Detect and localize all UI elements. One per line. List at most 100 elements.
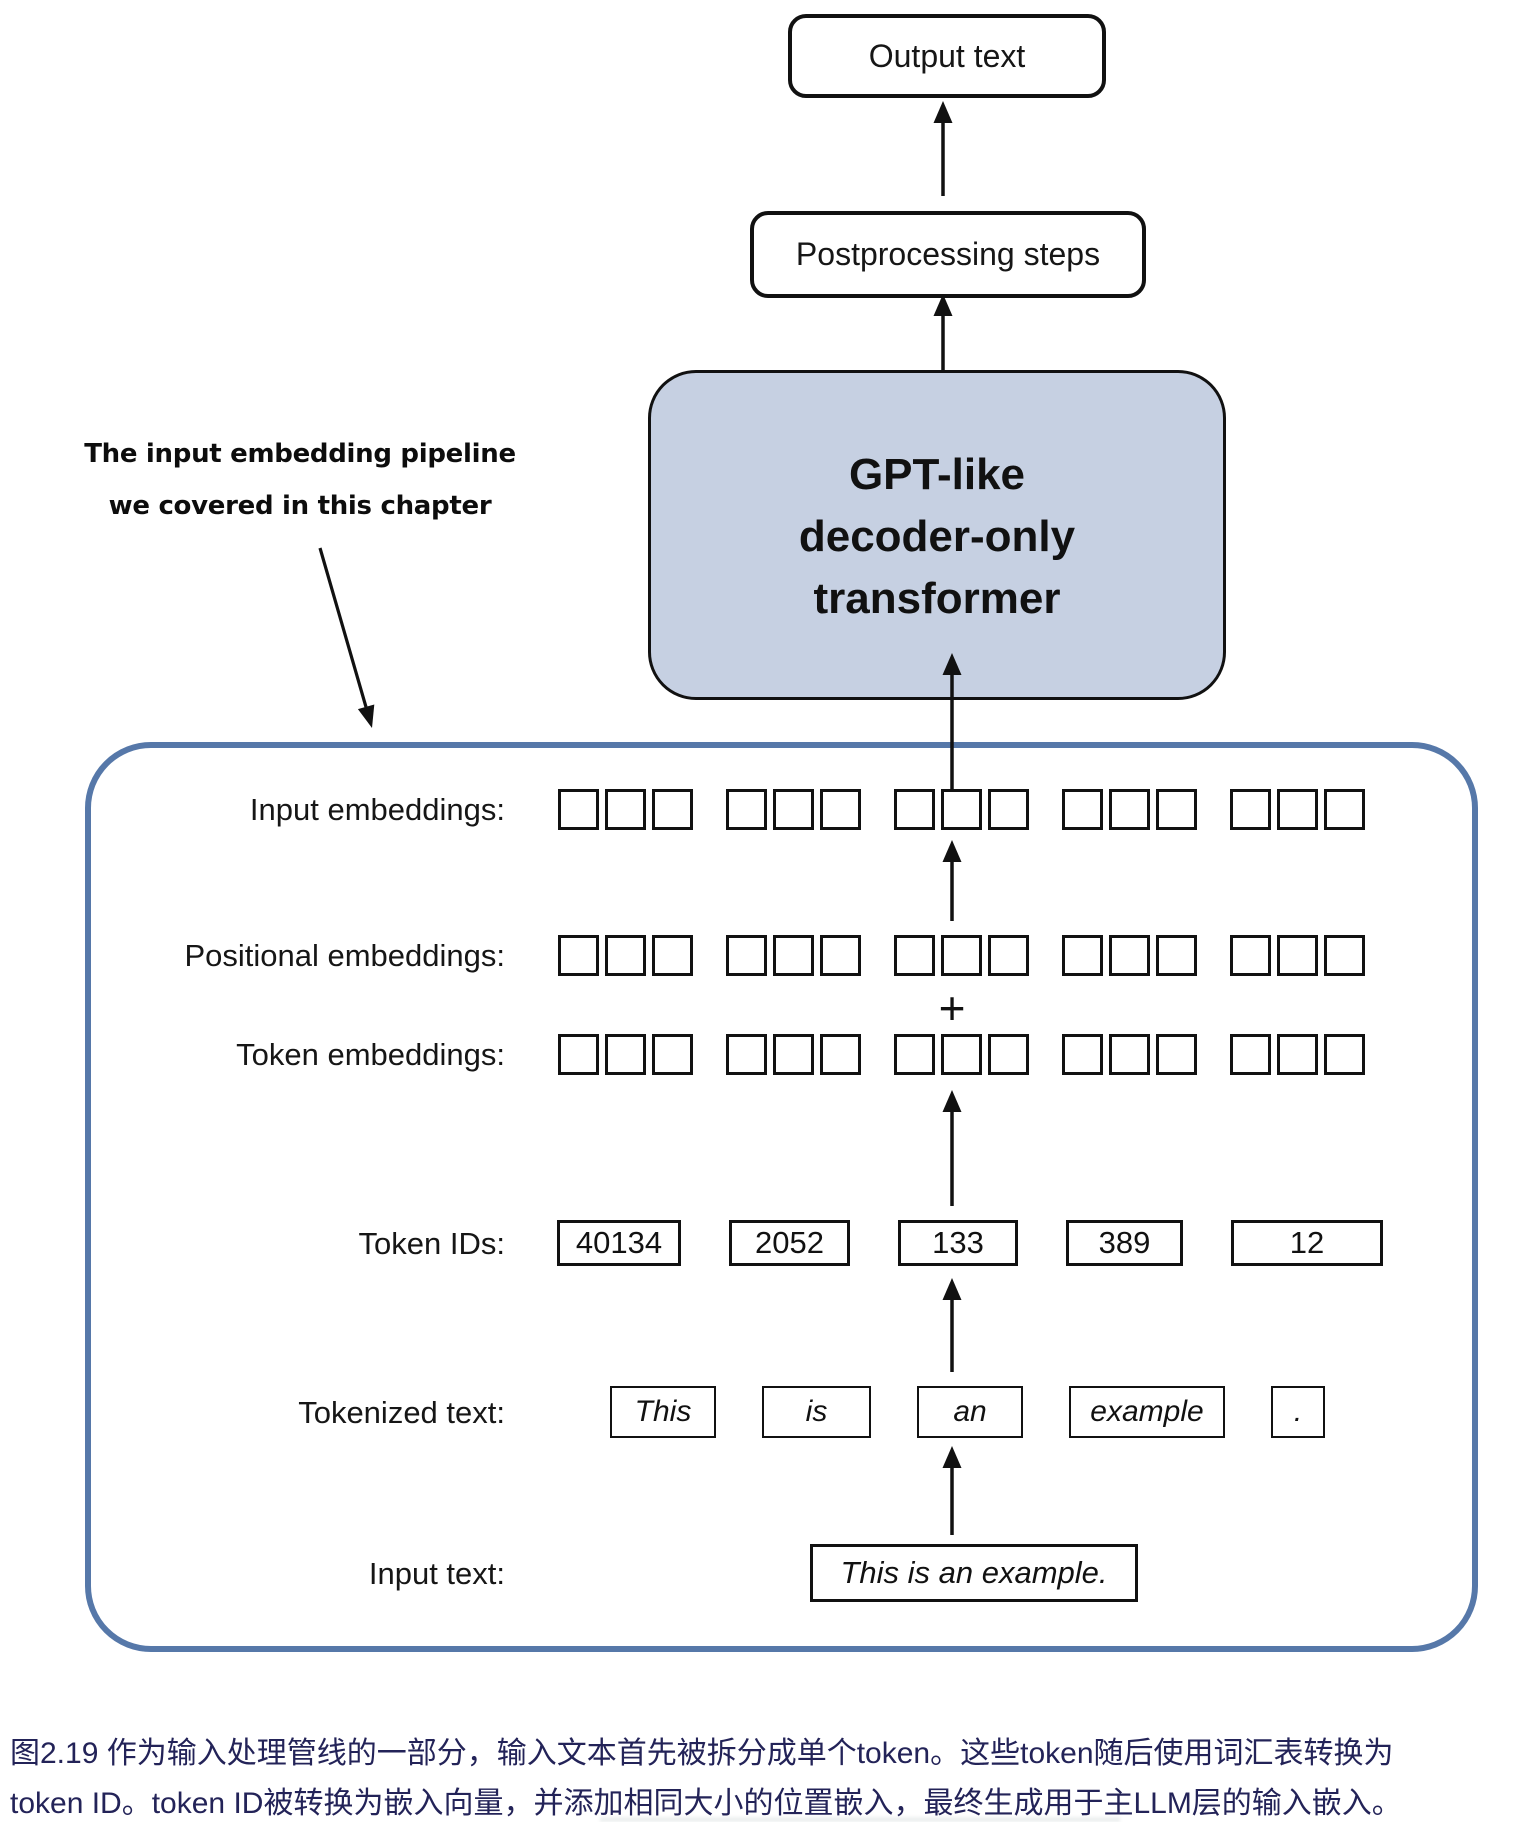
- embedding-cell: [1324, 935, 1365, 976]
- embedding-cell: [820, 789, 861, 830]
- embedding-cell: [605, 789, 646, 830]
- token-id-box: 2052: [729, 1220, 850, 1266]
- embedding-cell: [1324, 789, 1365, 830]
- positional-embeddings-row: [558, 935, 1365, 976]
- embedding-cell: [941, 1034, 982, 1075]
- embedding-cell: [726, 789, 767, 830]
- transformer-line-3: transformer: [813, 574, 1061, 623]
- embedding-cell: [726, 935, 767, 976]
- annotation-line-2: we covered in this chapter: [108, 491, 492, 521]
- embedding-cell: [1062, 935, 1103, 976]
- embedding-cell: [726, 1034, 767, 1075]
- embedding-cell: [820, 935, 861, 976]
- embedding-cell: [558, 789, 599, 830]
- arrow-post-to-output: [933, 101, 953, 196]
- embedding-cell: [558, 935, 599, 976]
- token-ids-label: Token IDs:: [358, 1226, 505, 1261]
- embedding-cell: [988, 935, 1029, 976]
- embedding-cell: [941, 935, 982, 976]
- figure-caption-line-2: token ID。token ID被转换为嵌入向量，并添加相同大小的位置嵌入，最…: [10, 1787, 1402, 1820]
- embedding-cell: [1230, 935, 1271, 976]
- embedding-vector: [1062, 935, 1197, 976]
- embedding-vector: [1062, 1034, 1197, 1075]
- transformer-line-1: GPT-like: [848, 450, 1026, 499]
- embedding-cell: [1109, 1034, 1150, 1075]
- input-text-label: Input text:: [368, 1556, 505, 1591]
- input-text-value: This is an example.: [840, 1555, 1108, 1590]
- positional-embeddings-label: Positional embeddings:: [184, 938, 505, 973]
- embedding-cell: [773, 789, 814, 830]
- token-embeddings-label: Token embeddings:: [236, 1037, 505, 1072]
- token-id-box: 133: [898, 1220, 1018, 1266]
- annotation-line-1: The input embedding pipeline: [84, 439, 516, 469]
- embedding-cell: [558, 1034, 599, 1075]
- token-ids-row: 40134 2052 133 389 12: [557, 1220, 1383, 1266]
- embedding-vector: [894, 935, 1029, 976]
- arrow-gpt-to-post: [933, 294, 953, 371]
- output-text-box: Output text: [788, 14, 1106, 98]
- embedding-vector: [558, 789, 693, 830]
- embedding-vector: [894, 1034, 1029, 1075]
- embedding-vector: [1230, 789, 1365, 830]
- token-box: is: [762, 1386, 871, 1438]
- embedding-cell: [1277, 935, 1318, 976]
- embedding-cell: [941, 789, 982, 830]
- embedding-cell: [988, 1034, 1029, 1075]
- embedding-cell: [773, 1034, 814, 1075]
- embedding-vector: [726, 935, 861, 976]
- embedding-cell: [1109, 789, 1150, 830]
- token-id-box: 40134: [557, 1220, 681, 1266]
- embedding-cell: [1277, 789, 1318, 830]
- embedding-cell: [605, 935, 646, 976]
- embedding-cell: [1230, 789, 1271, 830]
- embedding-cell: [1230, 1034, 1271, 1075]
- input-text-box: This is an example.: [810, 1544, 1138, 1602]
- token-id-box: 12: [1231, 1220, 1383, 1266]
- embedding-cell: [894, 789, 935, 830]
- token-embeddings-row: [558, 1034, 1365, 1075]
- transformer-line-2: decoder-only: [798, 512, 1076, 561]
- figure-caption-line-1: 图2.19 作为输入处理管线的一部分，输入文本首先被拆分成单个token。这些t…: [10, 1737, 1394, 1770]
- embedding-vector: [1230, 1034, 1365, 1075]
- embedding-vector: [726, 789, 861, 830]
- postprocessing-box: Postprocessing steps: [750, 211, 1146, 298]
- annotation-arrow: [318, 547, 375, 728]
- token-box: example: [1069, 1386, 1225, 1438]
- plus-operator: +: [938, 982, 966, 1034]
- embedding-cell: [652, 789, 693, 830]
- token-id-box: 389: [1066, 1220, 1183, 1266]
- embedding-cell: [1062, 1034, 1103, 1075]
- embedding-vector: [726, 1034, 861, 1075]
- tokenized-text-label: Tokenized text:: [298, 1395, 505, 1430]
- embedding-vector: [1062, 789, 1197, 830]
- embedding-cell: [1156, 789, 1197, 830]
- token-box: This: [610, 1386, 716, 1438]
- annotation-note: The input embedding pipeline we covered …: [55, 428, 545, 532]
- token-box: an: [917, 1386, 1023, 1438]
- embedding-cell: [1109, 935, 1150, 976]
- embedding-cell: [988, 789, 1029, 830]
- input-embeddings-label: Input embeddings:: [249, 792, 505, 827]
- embedding-cell: [605, 1034, 646, 1075]
- embedding-vector: [558, 1034, 693, 1075]
- embedding-vector: [558, 935, 693, 976]
- output-text-label: Output text: [868, 37, 1026, 74]
- input-embeddings-row: [558, 789, 1365, 830]
- embedding-cell: [894, 1034, 935, 1075]
- embedding-cell: [894, 935, 935, 976]
- embedding-cell: [820, 1034, 861, 1075]
- token-box: .: [1271, 1386, 1325, 1438]
- transformer-box: GPT-like decoder-only transformer: [648, 370, 1226, 700]
- embedding-cell: [773, 935, 814, 976]
- cropped-text-remnant: [600, 1817, 1120, 1822]
- embedding-cell: [1156, 935, 1197, 976]
- embedding-vector: [1230, 935, 1365, 976]
- embedding-cell: [1156, 1034, 1197, 1075]
- input-embedding-pipeline-box: [85, 742, 1478, 1652]
- embedding-cell: [1277, 1034, 1318, 1075]
- postprocessing-label: Postprocessing steps: [795, 236, 1101, 272]
- embedding-vector: [894, 789, 1029, 830]
- embedding-cell: [1062, 789, 1103, 830]
- embedding-cell: [652, 1034, 693, 1075]
